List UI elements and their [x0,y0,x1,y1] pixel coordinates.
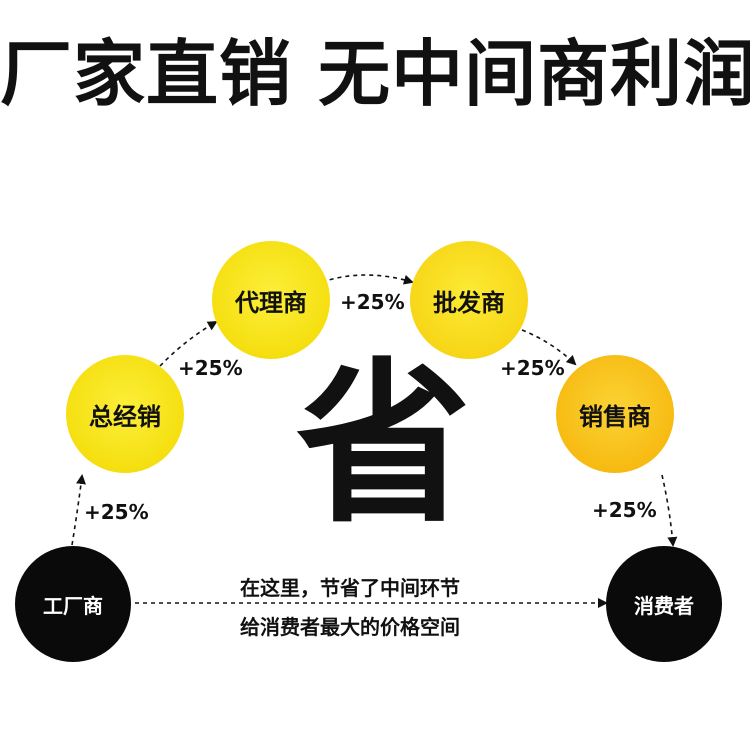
markup-wholesaler-to-retailer: +25% [500,356,565,380]
node-retailer-label: 销售商 [579,402,651,431]
arrow-general-to-agent [159,320,218,367]
note-line-2: 给消费者最大的价格空间 [240,615,460,639]
note-line-1: 在这里，节省了中间环节 [240,576,460,600]
arrow-wholesaler-to-retailer [521,329,577,366]
save-character: 省 [296,344,471,547]
node-factory: 工厂商 [15,546,131,662]
node-general-label: 总经销 [89,402,161,431]
arrow-retailer-to-consumer [661,474,678,547]
markup-factory-to-general: +25% [84,500,149,524]
arrow-agent-to-wholesaler [321,274,414,285]
node-general: 总经销 [66,355,184,473]
markup-agent-to-wholesaler: +25% [340,290,405,314]
node-consumer-label: 消费者 [634,593,694,618]
markup-general-to-agent: +25% [178,356,243,380]
node-retailer: 销售商 [556,355,674,473]
node-wholesaler-label: 批发商 [433,288,505,317]
node-wholesaler: 批发商 [410,241,528,359]
node-factory-label: 工厂商 [43,593,103,618]
headline: 厂家直销 无中间商利润 [0,32,750,116]
markup-retailer-to-consumer: +25% [592,498,657,522]
node-agent-label: 代理商 [235,288,307,317]
node-agent: 代理商 [212,241,330,359]
arrow-factory-to-general [71,474,86,546]
node-consumer: 消费者 [606,546,722,662]
